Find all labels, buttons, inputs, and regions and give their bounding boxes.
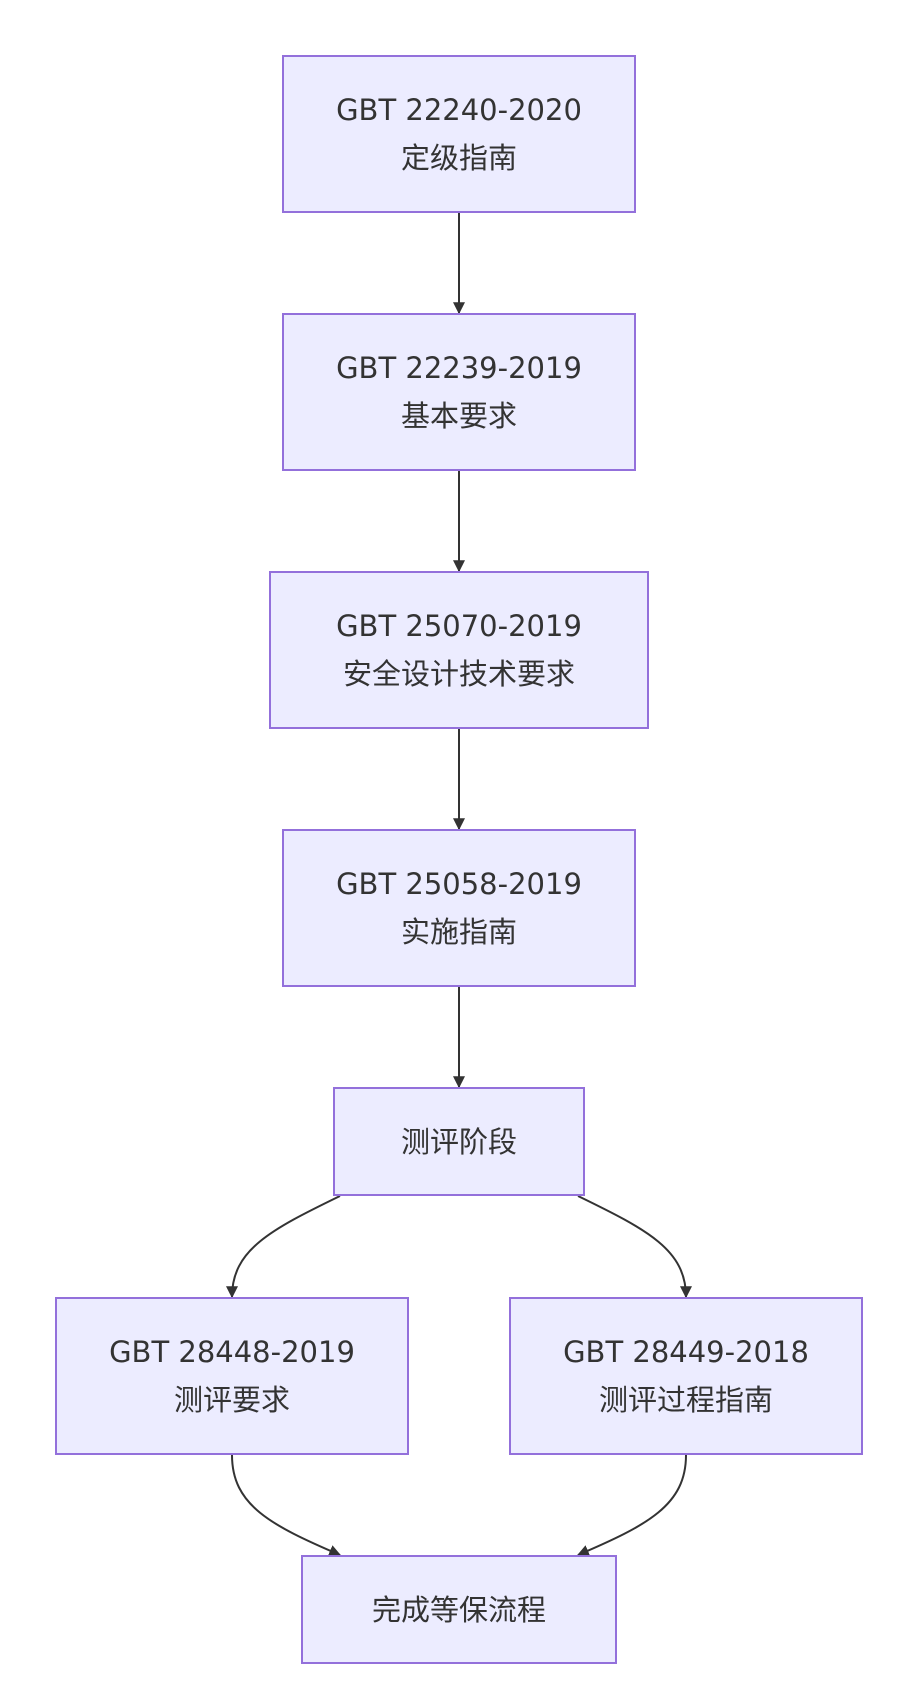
edge-n5-n6 — [226, 1195, 341, 1299]
edge-n5-n7 — [577, 1195, 692, 1299]
node-label: 定级指南 — [400, 141, 517, 175]
node-label: 测评阶段 — [400, 1124, 517, 1159]
node-gbt-22240-2020: GBT 22240-2020 定级指南 — [282, 55, 636, 213]
edge-n6-n8 — [231, 1454, 342, 1557]
node-label: 测评过程指南 — [598, 1383, 773, 1417]
node-label: 安全设计技术要求 — [342, 657, 575, 691]
node-gbt-25070-2019: GBT 25070-2019 安全设计技术要求 — [269, 571, 649, 729]
node-code: GBT 28448-2019 — [109, 1335, 355, 1369]
node-code: GBT 25058-2019 — [336, 867, 582, 901]
node-gbt-28449-2018: GBT 28449-2018 测评过程指南 — [509, 1297, 863, 1455]
edge-n7-n8 — [576, 1454, 687, 1557]
node-code: GBT 28449-2018 — [563, 1335, 809, 1369]
node-label: 完成等保流程 — [371, 1592, 546, 1627]
node-code: GBT 22240-2020 — [336, 93, 582, 127]
node-gbt-25058-2019: GBT 25058-2019 实施指南 — [282, 829, 636, 987]
node-code: GBT 22239-2019 — [336, 351, 582, 385]
node-label: 测评要求 — [173, 1383, 290, 1417]
node-label: 基本要求 — [400, 399, 517, 433]
node-label: 实施指南 — [400, 915, 517, 949]
node-gbt-22239-2019: GBT 22239-2019 基本要求 — [282, 313, 636, 471]
node-code: GBT 25070-2019 — [336, 609, 582, 643]
node-gbt-28448-2019: GBT 28448-2019 测评要求 — [55, 1297, 409, 1455]
node-complete-process: 完成等保流程 — [301, 1555, 617, 1664]
node-assessment-stage: 测评阶段 — [333, 1087, 585, 1196]
